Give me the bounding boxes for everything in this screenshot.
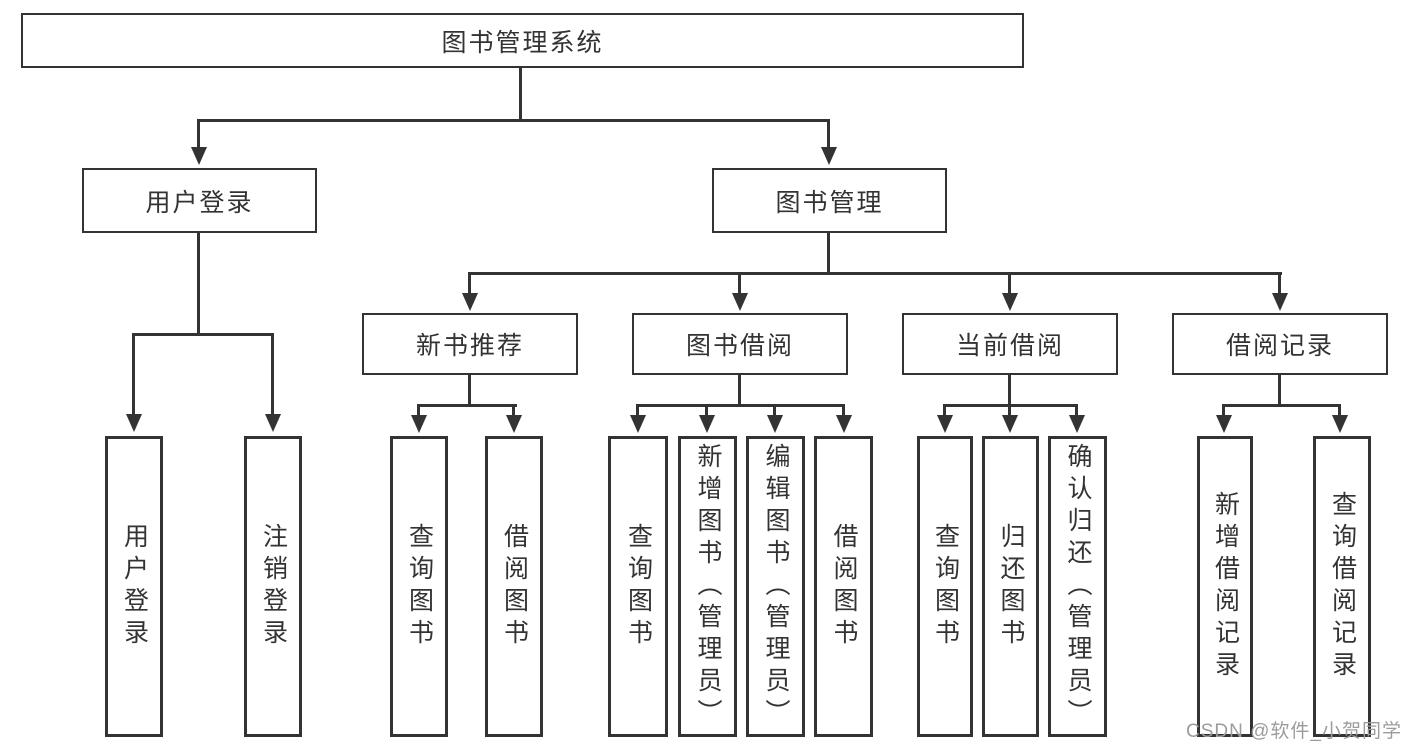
node-user-login-label: 用户登录 bbox=[145, 188, 254, 217]
leaf-borrow-borrow-book-label: 借阅图书 bbox=[830, 522, 858, 651]
connector-line bbox=[1278, 375, 1281, 407]
connector-line bbox=[468, 375, 471, 407]
leaf-borrow-borrow-book: 借阅图书 bbox=[814, 436, 873, 737]
arrowhead-icon bbox=[126, 414, 142, 432]
node-user-login: 用户登录 bbox=[82, 168, 317, 233]
node-new-book-recommend: 新书推荐 bbox=[362, 313, 578, 375]
leaf-current-confirm-return-admin: 确认归还（管理员） bbox=[1048, 436, 1107, 737]
arrowhead-icon bbox=[1216, 415, 1232, 433]
connector-line bbox=[519, 68, 522, 121]
leaf-records-add-record-label: 新增借阅记录 bbox=[1211, 490, 1240, 683]
connector-line bbox=[132, 333, 274, 336]
connector-line bbox=[197, 119, 830, 122]
leaf-borrow-query-book-label: 查询图书 bbox=[624, 522, 653, 651]
connector-line bbox=[738, 272, 741, 296]
arrowhead-icon bbox=[937, 415, 953, 433]
connector-line bbox=[827, 119, 830, 150]
node-new-book-recommend-label: 新书推荐 bbox=[415, 332, 524, 360]
connector-line bbox=[636, 404, 845, 407]
arrowhead-icon bbox=[1002, 293, 1018, 311]
arrowhead-icon bbox=[821, 147, 837, 165]
node-borrow-records-label: 借阅记录 bbox=[1225, 332, 1334, 360]
arrowhead-icon bbox=[1069, 415, 1085, 433]
node-book-borrow: 图书借阅 bbox=[632, 313, 848, 375]
node-current-borrow-label: 当前借阅 bbox=[955, 332, 1064, 360]
leaf-user-login-label: 用户登录 bbox=[120, 522, 149, 651]
leaf-current-confirm-return-admin-label: 确认归还（管理员） bbox=[1064, 442, 1092, 731]
leaf-logout-label: 注销登录 bbox=[259, 522, 288, 651]
csdn-watermark: CSDN @软件_小贺同学 bbox=[1186, 721, 1402, 742]
leaf-newrec-query-book-label: 查询图书 bbox=[405, 522, 434, 651]
leaf-newrec-borrow-book-label: 借阅图书 bbox=[500, 522, 529, 651]
connector-line bbox=[842, 404, 845, 418]
leaf-records-add-record: 新增借阅记录 bbox=[1197, 436, 1253, 737]
connector-line bbox=[417, 404, 420, 418]
connector-line bbox=[417, 404, 517, 407]
arrowhead-icon bbox=[1002, 415, 1018, 433]
arrowhead-icon bbox=[1332, 415, 1348, 433]
arrowhead-icon bbox=[506, 415, 522, 433]
node-borrow-records: 借阅记录 bbox=[1172, 313, 1388, 375]
node-root: 图书管理系统 bbox=[21, 13, 1024, 68]
leaf-borrow-query-book: 查询图书 bbox=[608, 436, 668, 737]
connector-line bbox=[468, 272, 471, 296]
connector-line bbox=[1008, 375, 1011, 407]
leaf-borrow-add-book-admin: 新增图书（管理员） bbox=[678, 436, 737, 737]
leaf-current-query-book-label: 查询图书 bbox=[931, 522, 960, 651]
leaf-current-return-book: 归还图书 bbox=[982, 436, 1039, 737]
node-book-management: 图书管理 bbox=[712, 168, 947, 233]
connector-line bbox=[468, 272, 1282, 275]
connector-line bbox=[1222, 404, 1341, 407]
leaf-user-login: 用户登录 bbox=[105, 436, 163, 737]
leaf-records-query-record-label: 查询借阅记录 bbox=[1328, 490, 1357, 683]
connector-line bbox=[705, 404, 708, 418]
leaf-current-query-book: 查询图书 bbox=[917, 436, 973, 737]
leaf-newrec-query-book: 查询图书 bbox=[390, 436, 448, 737]
connector-line bbox=[943, 404, 946, 418]
leaf-records-query-record: 查询借阅记录 bbox=[1313, 436, 1371, 737]
arrowhead-icon bbox=[699, 415, 715, 433]
arrowhead-icon bbox=[411, 415, 427, 433]
leaf-newrec-borrow-book: 借阅图书 bbox=[485, 436, 543, 737]
node-root-label: 图书管理系统 bbox=[441, 28, 604, 57]
arrowhead-icon bbox=[1272, 293, 1288, 311]
leaf-logout: 注销登录 bbox=[244, 436, 302, 737]
connector-line bbox=[512, 404, 515, 418]
leaf-current-return-book-label: 归还图书 bbox=[997, 522, 1025, 651]
connector-line bbox=[738, 375, 741, 407]
connector-line bbox=[773, 404, 776, 418]
leaf-borrow-add-book-admin-label: 新增图书（管理员） bbox=[694, 442, 722, 731]
connector-line bbox=[1338, 404, 1341, 418]
arrowhead-icon bbox=[462, 293, 478, 311]
connector-line bbox=[636, 404, 639, 418]
connector-line bbox=[1008, 404, 1011, 418]
leaf-borrow-edit-book-admin-label: 编辑图书（管理员） bbox=[762, 442, 790, 731]
arrowhead-icon bbox=[630, 415, 646, 433]
arrowhead-icon bbox=[265, 414, 281, 432]
node-book-management-label: 图书管理 bbox=[775, 188, 884, 217]
connector-line bbox=[1008, 272, 1011, 296]
connector-line bbox=[1075, 404, 1078, 418]
arrowhead-icon bbox=[191, 147, 207, 165]
connector-line bbox=[827, 233, 830, 275]
node-book-borrow-label: 图书借阅 bbox=[685, 332, 794, 360]
connector-line bbox=[132, 333, 135, 416]
node-current-borrow: 当前借阅 bbox=[902, 313, 1118, 375]
connector-line bbox=[1278, 272, 1281, 296]
connector-line bbox=[1222, 404, 1225, 418]
arrowhead-icon bbox=[836, 415, 852, 433]
leaf-borrow-edit-book-admin: 编辑图书（管理员） bbox=[746, 436, 805, 737]
connector-line bbox=[197, 233, 200, 336]
connector-line bbox=[197, 119, 200, 150]
arrowhead-icon bbox=[767, 415, 783, 433]
arrowhead-icon bbox=[732, 293, 748, 311]
connector-line bbox=[271, 333, 274, 416]
